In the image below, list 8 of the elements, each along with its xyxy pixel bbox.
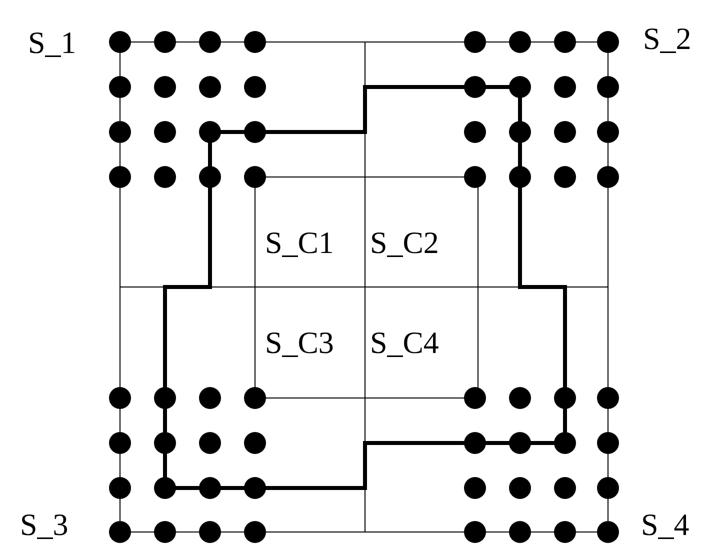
region-label: S_C3 [265,326,334,360]
region-label: S_3 [20,508,68,542]
region-label: S_1 [28,26,76,60]
region-label: S_4 [641,508,690,542]
region-label: S_C2 [370,226,439,260]
region-label: S_2 [643,22,692,56]
region-label: S_C4 [370,326,439,360]
region-label: S_C1 [265,226,334,260]
